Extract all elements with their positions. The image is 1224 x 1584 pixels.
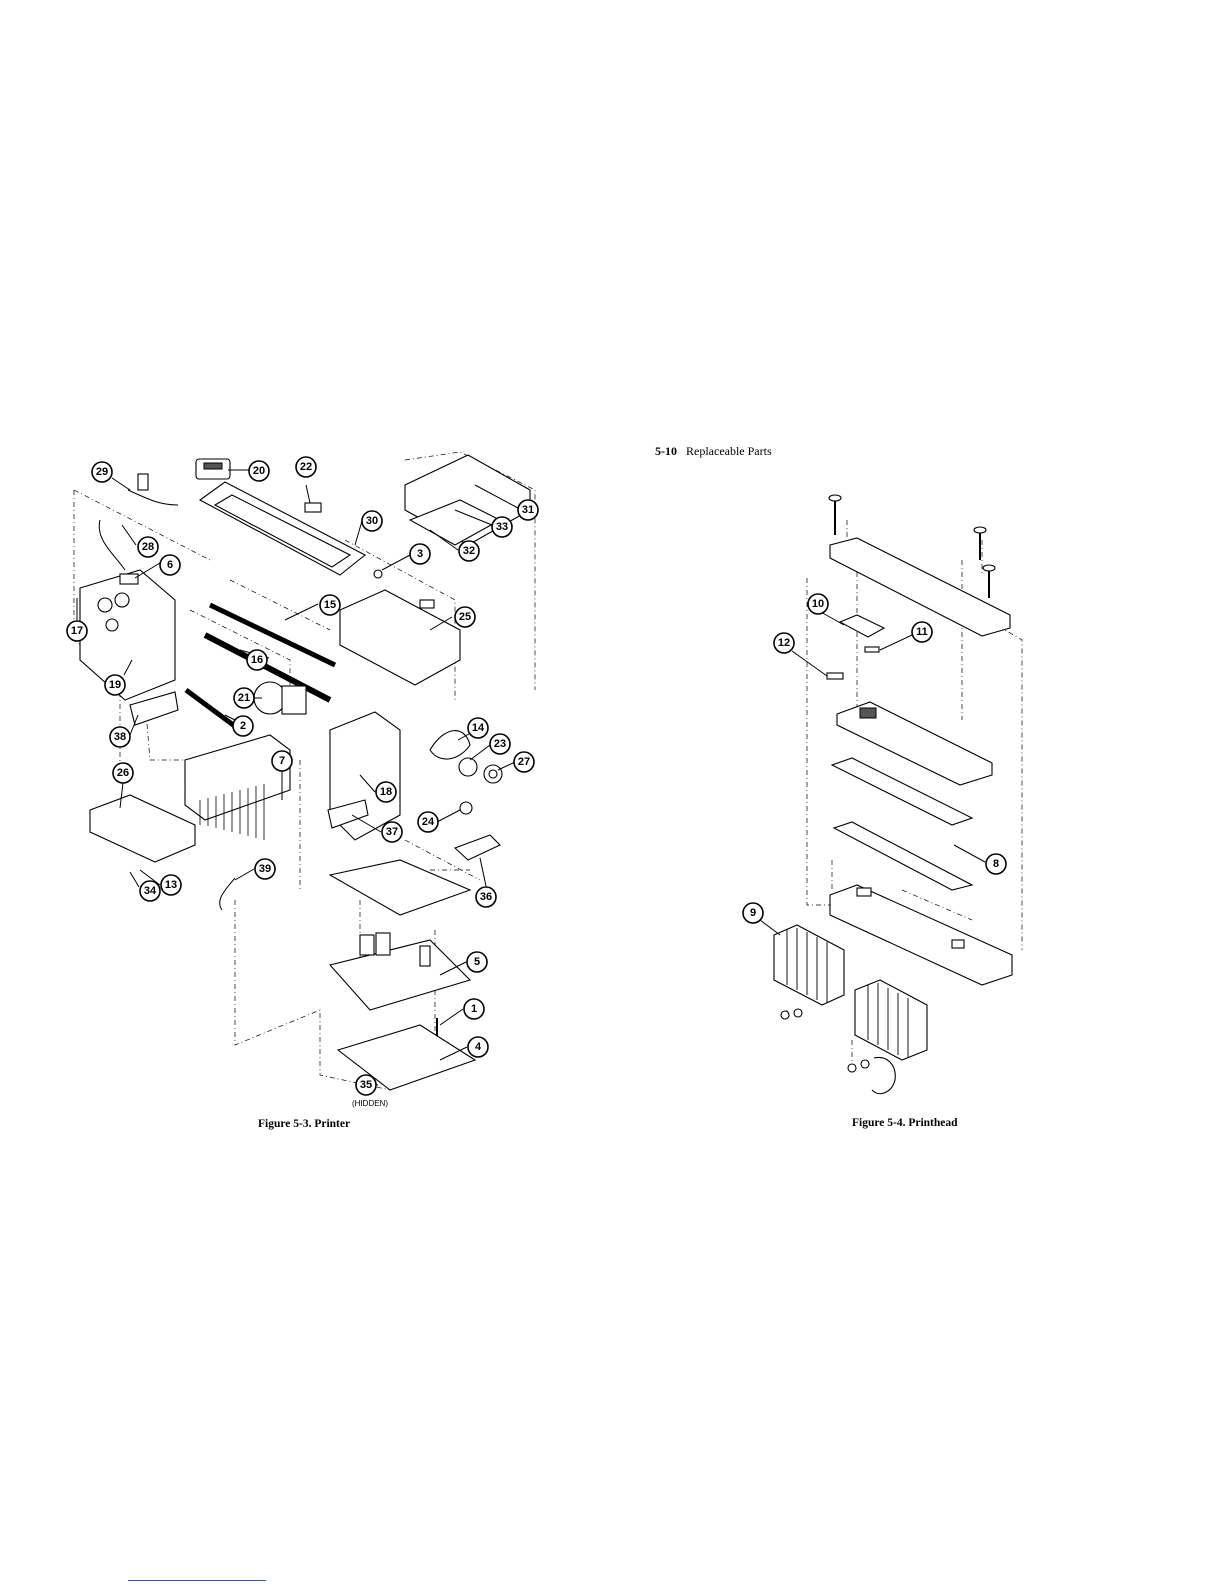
footer-rule — [128, 1580, 266, 1581]
svg-text:14: 14 — [472, 722, 485, 734]
callout-19: 19 — [105, 675, 125, 695]
callout-23: 23 — [490, 734, 510, 754]
svg-text:30: 30 — [366, 515, 378, 527]
svg-text:9: 9 — [750, 907, 756, 919]
callout-9: 9 — [743, 903, 763, 923]
svg-text:34: 34 — [144, 885, 157, 897]
figure-5-3-caption: Figure 5-3. Printer — [258, 1118, 350, 1130]
svg-text:8: 8 — [993, 858, 999, 870]
part-shapes — [774, 495, 1012, 1094]
svg-text:25: 25 — [459, 611, 471, 623]
callout-17: 17 — [67, 621, 87, 641]
svg-text:32: 32 — [463, 545, 475, 557]
callout-5: 5 — [467, 952, 487, 972]
svg-text:37: 37 — [386, 826, 398, 838]
svg-text:21: 21 — [238, 692, 250, 704]
callout-6: 6 — [160, 555, 180, 575]
callout-25: 25 — [455, 607, 475, 627]
svg-text:5: 5 — [474, 956, 480, 968]
callout-31: 31 — [518, 500, 538, 520]
callout-1: 1 — [464, 999, 484, 1019]
svg-text:10: 10 — [812, 598, 824, 610]
callout-35: 35 — [356, 1075, 376, 1095]
svg-text:2: 2 — [240, 720, 246, 732]
svg-text:16: 16 — [251, 654, 263, 666]
svg-text:18: 18 — [380, 786, 392, 798]
svg-text:26: 26 — [117, 767, 129, 779]
callout-29: 29 — [92, 462, 112, 482]
svg-text:12: 12 — [778, 637, 790, 649]
svg-text:23: 23 — [494, 738, 506, 750]
svg-text:3: 3 — [417, 548, 423, 560]
svg-text:4: 4 — [475, 1041, 482, 1053]
callout-8: 8 — [986, 854, 1006, 874]
svg-text:19: 19 — [109, 679, 121, 691]
figure-5-4-caption: Figure 5-4. Printhead — [852, 1117, 958, 1129]
callout-14: 14 — [468, 718, 488, 738]
printhead-exploded-diagram: 10 11 12 8 9 — [612, 0, 1224, 1584]
callout-21: 21 — [234, 688, 254, 708]
callout-39: 39 — [255, 859, 275, 879]
callout-2: 2 — [233, 716, 253, 736]
svg-text:22: 22 — [300, 461, 312, 473]
callout-3: 3 — [410, 544, 430, 564]
callout-24: 24 — [418, 812, 438, 832]
svg-text:36: 36 — [480, 891, 492, 903]
svg-text:6: 6 — [167, 559, 173, 571]
callout-37: 37 — [382, 822, 402, 842]
svg-text:28: 28 — [142, 541, 154, 553]
svg-text:24: 24 — [422, 816, 435, 828]
svg-text:7: 7 — [279, 755, 285, 767]
callout-7: 7 — [272, 751, 292, 771]
callout-32: 32 — [459, 541, 479, 561]
callout-15: 15 — [320, 595, 340, 615]
callout-38: 38 — [110, 727, 130, 747]
svg-text:20: 20 — [253, 465, 265, 477]
svg-text:35: 35 — [360, 1079, 372, 1091]
svg-text:15: 15 — [324, 599, 336, 611]
callout-10: 10 — [808, 594, 828, 614]
callout-16: 16 — [247, 650, 267, 670]
svg-text:13: 13 — [165, 879, 177, 891]
svg-text:11: 11 — [916, 626, 928, 638]
svg-text:31: 31 — [522, 504, 534, 516]
svg-text:27: 27 — [518, 756, 530, 768]
svg-text:1: 1 — [471, 1003, 477, 1015]
callout-12: 12 — [774, 633, 794, 653]
callout-22: 22 — [296, 457, 316, 477]
svg-text:39: 39 — [259, 863, 271, 875]
callout-34: 34 — [140, 881, 160, 901]
svg-text:29: 29 — [96, 466, 108, 478]
callout-27: 27 — [514, 752, 534, 772]
printer-exploded-diagram: 29 20 22 31 33 30 28 32 6 3 17 15 25 16 … — [0, 0, 612, 1584]
callout-18: 18 — [376, 782, 396, 802]
callout-33: 33 — [492, 517, 512, 537]
callout-20: 20 — [249, 461, 269, 481]
callout-leaders — [77, 470, 518, 1085]
hidden-label: (HIDDEN) — [352, 1099, 388, 1108]
callout-26: 26 — [113, 763, 133, 783]
svg-text:33: 33 — [496, 521, 508, 533]
callout-36: 36 — [476, 887, 496, 907]
svg-text:38: 38 — [114, 731, 126, 743]
callout-4: 4 — [468, 1037, 488, 1057]
callout-11: 11 — [912, 622, 932, 642]
callout-30: 30 — [362, 511, 382, 531]
svg-text:17: 17 — [71, 625, 83, 637]
callout-13: 13 — [161, 875, 181, 895]
callout-28: 28 — [138, 537, 158, 557]
